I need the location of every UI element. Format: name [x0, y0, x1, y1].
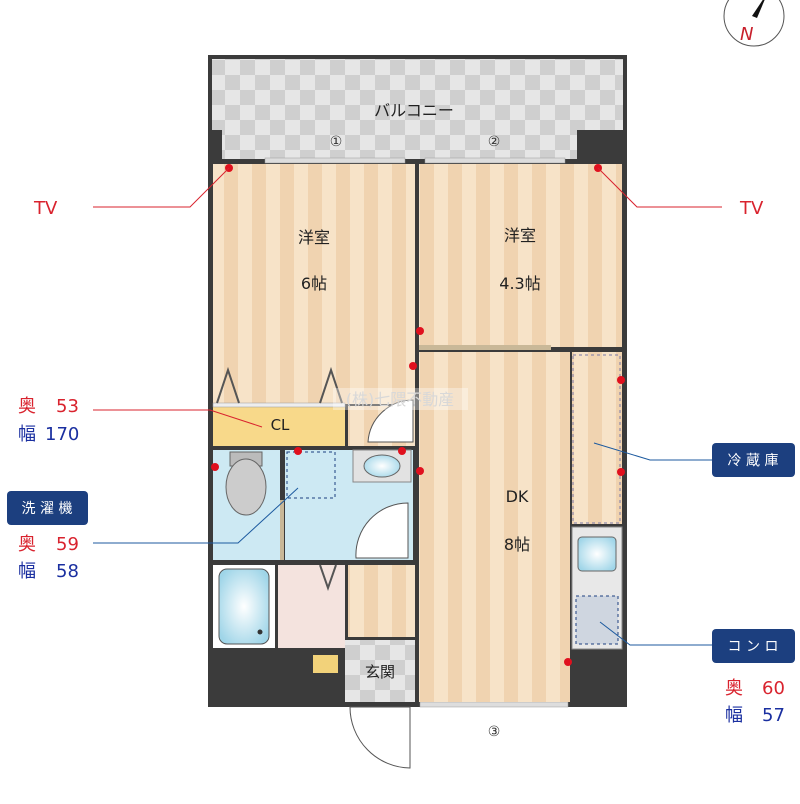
- outlet-markers: [211, 164, 625, 666]
- washer-width-label: 幅: [18, 561, 36, 582]
- bathtub-icon: [218, 568, 270, 645]
- room-name-western1: 洋室: [298, 228, 330, 247]
- closet-depth-label: 奥: [18, 396, 36, 417]
- window: [424, 157, 566, 164]
- front-door[interactable]: [349, 706, 411, 769]
- western-room-6: [213, 164, 415, 404]
- sink-icon: [577, 536, 617, 572]
- stove-depth-label: 奥: [725, 678, 743, 699]
- sliding-door: [419, 345, 551, 350]
- room-size-western2: 4.3帖: [499, 274, 540, 293]
- washer-area: [286, 451, 336, 499]
- wash-basin-icon: [363, 454, 401, 478]
- room-size-dk: 8帖: [504, 535, 530, 554]
- closet-width-value: 170: [45, 424, 79, 445]
- balcony: [212, 59, 623, 159]
- stove-width-value: 57: [762, 705, 785, 726]
- balcony-label: バルコニー: [374, 101, 454, 120]
- entrance-label: 玄関: [365, 663, 395, 681]
- window: [264, 157, 406, 164]
- window-marker-3: ③: [488, 724, 501, 740]
- stove-area: [575, 595, 619, 645]
- closet-label: CL: [271, 416, 290, 434]
- entrance: [345, 640, 415, 702]
- washer-width-value: 58: [56, 561, 79, 582]
- washer-depth-label: 奥: [18, 534, 36, 555]
- window-marker-2: ②: [488, 134, 501, 150]
- room-name-dk: DK: [506, 487, 529, 506]
- window: [419, 701, 569, 708]
- stove-badge: コ ン ロ: [712, 629, 795, 663]
- dk-room: [419, 352, 570, 702]
- fridge-badge-label: 冷 蔵 庫: [728, 452, 779, 469]
- closet-depth-value: 53: [56, 396, 79, 417]
- dressing-area: [278, 565, 345, 648]
- closet: [213, 406, 345, 446]
- compass-icon: N: [723, 0, 785, 47]
- washer-badge-label: 洗 濯 機: [22, 501, 73, 517]
- stove-depth-value: 60: [762, 678, 785, 699]
- stove-badge-label: コ ン ロ: [728, 639, 779, 655]
- fridge-badge: 冷 蔵 庫: [712, 443, 795, 477]
- tv-left-label: TV: [33, 198, 58, 219]
- watermark: (株)七隈不動産: [346, 390, 455, 409]
- washer-depth-value: 59: [56, 534, 79, 555]
- closet-width-label: 幅: [18, 424, 36, 445]
- western-room-4-3: [419, 164, 622, 347]
- compass-north-label: N: [740, 24, 753, 45]
- room-size-western1: 6帖: [301, 274, 327, 293]
- room-name-western2: 洋室: [504, 226, 536, 245]
- washer-badge: 洗 濯 機: [7, 491, 88, 525]
- shoe-closet: [348, 565, 415, 637]
- shoe-box: [313, 655, 338, 673]
- stove-width-label: 幅: [725, 705, 743, 726]
- toilet-icon: [225, 458, 267, 516]
- tv-right-label: TV: [739, 198, 764, 219]
- kitchen-fridge-area: [572, 352, 622, 524]
- window-marker-1: ①: [330, 134, 343, 150]
